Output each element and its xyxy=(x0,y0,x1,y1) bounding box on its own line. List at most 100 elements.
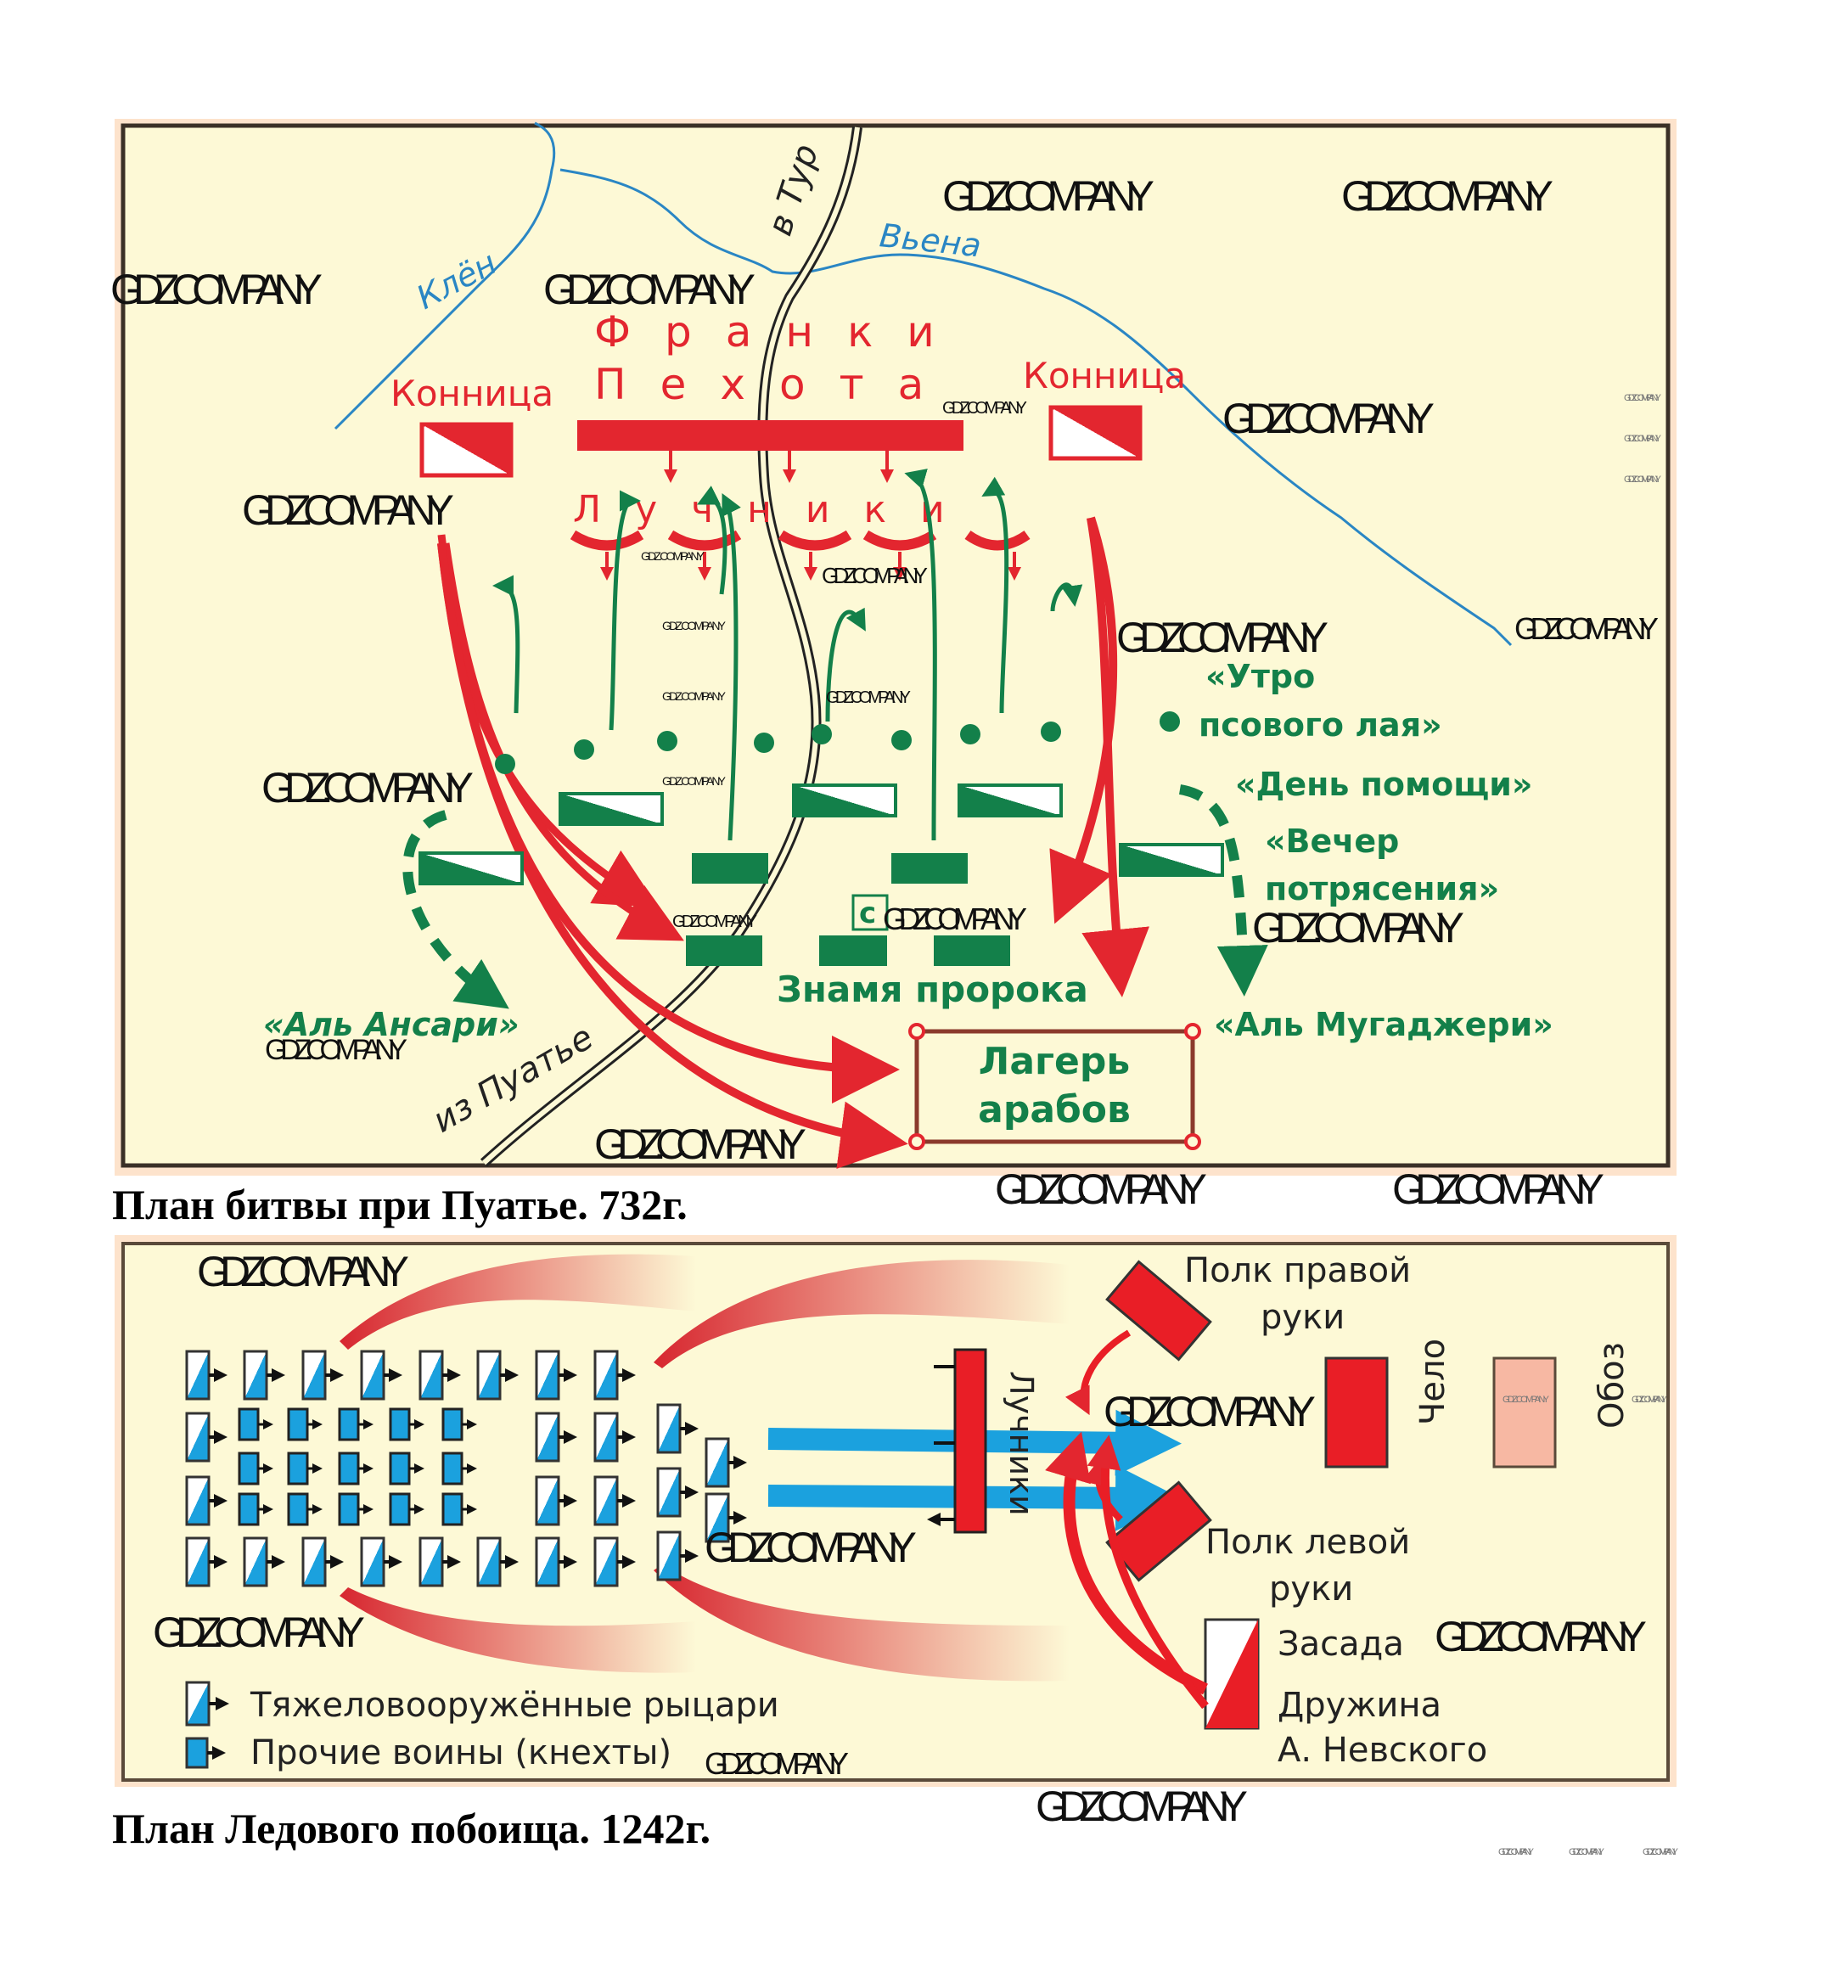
arab-camp-line1: Лагерь xyxy=(979,1040,1130,1083)
ambush-arrow xyxy=(1087,1435,1209,1710)
watermark: GDZ.COMPANY xyxy=(822,563,928,588)
heavy-knight-icon xyxy=(185,1681,211,1727)
watermark: GDZ.COMPANY xyxy=(242,486,454,534)
watermark: GDZ.COMPANY xyxy=(1569,1847,1605,1857)
map1-caption: План битвы при Пуатье. 732г. xyxy=(112,1181,688,1228)
watermark: GDZ.COMPANY xyxy=(942,172,1154,220)
heavy-knight-icon xyxy=(535,1536,560,1587)
watermark: GDZ.COMPANY xyxy=(705,1524,917,1571)
heavy-knight-icon xyxy=(593,1536,619,1587)
road-inner xyxy=(481,126,860,1165)
watermark: GDZ.COMPANY xyxy=(1116,614,1328,661)
flanking-arrows xyxy=(340,1254,1070,1682)
heavy-knight-icon xyxy=(185,1412,211,1463)
watermark: GDZ.COMPANY xyxy=(942,399,1027,418)
day-evening-line1: «Вечер xyxy=(1265,823,1399,860)
watermark: GDZ.COMPANY xyxy=(594,1120,806,1168)
heavy-knight-icon xyxy=(185,1536,211,1587)
al-ansari-label: «Аль Ансари» xyxy=(263,1006,520,1043)
knecht-icon xyxy=(441,1492,463,1526)
watermark: GDZ.COMPANY xyxy=(662,774,727,788)
frankish-attacks xyxy=(437,516,1149,1169)
watermark: GDZ.COMPANY xyxy=(641,549,705,563)
watermarks: GDZ.COMPANY GDZ.COMPANY GDZ.COMPANY GDZ.… xyxy=(110,172,1679,1857)
arab-scout-markers xyxy=(495,711,1180,774)
al-mugajeri-label: «Аль Мугаджери» xyxy=(1214,1006,1553,1043)
knecht-icon xyxy=(389,1492,411,1526)
heavy-knight-icon xyxy=(593,1350,619,1401)
arab-cavalry-unit xyxy=(418,851,524,885)
watermark: GDZ.COMPANY xyxy=(543,266,755,313)
knecht-icon xyxy=(441,1452,463,1485)
knecht-icon xyxy=(287,1492,309,1526)
legend: Тяжеловооружённые рыцари Прочие воины (к… xyxy=(185,1681,779,1772)
watermark: GDZ.COMPANY xyxy=(110,266,323,313)
map2-caption: План Ледового побоища. 1242г. xyxy=(112,1805,711,1852)
ambush-druzhina-fill xyxy=(1205,1620,1258,1728)
center-regiment xyxy=(1324,1356,1389,1469)
wedge-advance-arrow xyxy=(767,1464,1182,1531)
legend-label-knights: Тяжеловооружённые рыцари xyxy=(250,1686,779,1725)
watermark: GDZ.COMPANY xyxy=(1222,395,1435,442)
heavy-knight-icon xyxy=(705,1437,730,1488)
arab-infantry-unit xyxy=(692,853,768,884)
map2-archers-label: Лучники xyxy=(1003,1371,1040,1516)
watermark: GDZ.COMPANY xyxy=(1514,611,1659,646)
watermark: GDZ.COMPANY xyxy=(705,1746,849,1781)
watermark: GDZ.COMPANY xyxy=(265,1034,407,1066)
archer-fire-arrows xyxy=(934,1365,955,1519)
heavy-knight-icon xyxy=(476,1350,502,1401)
knecht-icon xyxy=(338,1452,360,1485)
arab-cavalry-unit xyxy=(1119,843,1224,877)
heavy-knight-icon xyxy=(656,1530,682,1581)
right-regiment-line1: Полк правой xyxy=(1184,1251,1411,1290)
heavy-knight-icon xyxy=(360,1350,385,1401)
knecht-icon xyxy=(287,1452,309,1485)
druzhina-line2: А. Невского xyxy=(1278,1731,1487,1770)
legend-label-knechts: Прочие воины (кнехты) xyxy=(250,1733,671,1772)
watermark: GDZ.COMPANY xyxy=(1252,904,1464,952)
arab-units xyxy=(418,711,1224,966)
heavy-knight-icon xyxy=(476,1536,502,1587)
arab-infantry-unit xyxy=(934,935,1010,966)
heavy-knight-icon xyxy=(593,1475,619,1526)
cavalry-right-unit xyxy=(1048,405,1143,461)
arab-infantry-unit xyxy=(686,935,762,966)
heavy-knight-icon xyxy=(360,1536,385,1587)
heavy-knight-icon xyxy=(705,1492,730,1543)
river-klen xyxy=(334,121,556,430)
prophet-banner-letter: с xyxy=(859,896,876,930)
cavalry-right-label: Конница xyxy=(1023,355,1186,396)
watermark: GDZ.COMPANY xyxy=(261,764,474,811)
convoy-label: Обоз xyxy=(1592,1342,1632,1429)
convoy xyxy=(1492,1356,1557,1469)
map-poitiers: Клён Вьена в Тур из Пуатье Франки Пехота… xyxy=(115,119,1677,1176)
watermark: GDZ.COMPANY xyxy=(197,1248,409,1295)
heavy-knight-icon xyxy=(301,1536,327,1587)
archer-arrows xyxy=(600,451,1021,581)
knecht-icon xyxy=(389,1452,411,1485)
heavy-knight-icon xyxy=(243,1350,268,1401)
knecht-icon xyxy=(338,1492,360,1526)
center-label: Чело xyxy=(1413,1339,1452,1425)
arab-cavalry-unit xyxy=(958,783,1063,817)
franks-title: Франки xyxy=(594,307,969,357)
watermark: GDZ.COMPANY xyxy=(672,913,757,931)
heavy-knight-icon xyxy=(535,1350,560,1401)
right-regiment xyxy=(1105,1260,1212,1362)
watermark: GDZ.COMPANY xyxy=(1498,1847,1535,1857)
day-morning-line1: «Утро xyxy=(1205,658,1315,695)
infantry-label: Пехота xyxy=(594,360,958,409)
cavalry-left-unit xyxy=(419,422,514,478)
arab-camp-line2: арабов xyxy=(978,1088,1131,1132)
left-regiment-line2: руки xyxy=(1269,1570,1353,1609)
watermark: GDZ.COMPANY xyxy=(826,688,911,707)
knecht-icon xyxy=(287,1407,309,1441)
knecht-icon xyxy=(238,1492,260,1526)
watermark: GDZ.COMPANY xyxy=(1392,1165,1604,1213)
al-mugajeri-dashed-arrow xyxy=(1178,784,1268,997)
watermark: GDZ.COMPANY xyxy=(1503,1395,1550,1405)
right-regiment-line2: руки xyxy=(1261,1298,1345,1337)
heavy-knight-icon xyxy=(656,1403,682,1454)
map-ice-battle: Лучники Полк правой руки Полк левой руки… xyxy=(115,1235,1677,1787)
